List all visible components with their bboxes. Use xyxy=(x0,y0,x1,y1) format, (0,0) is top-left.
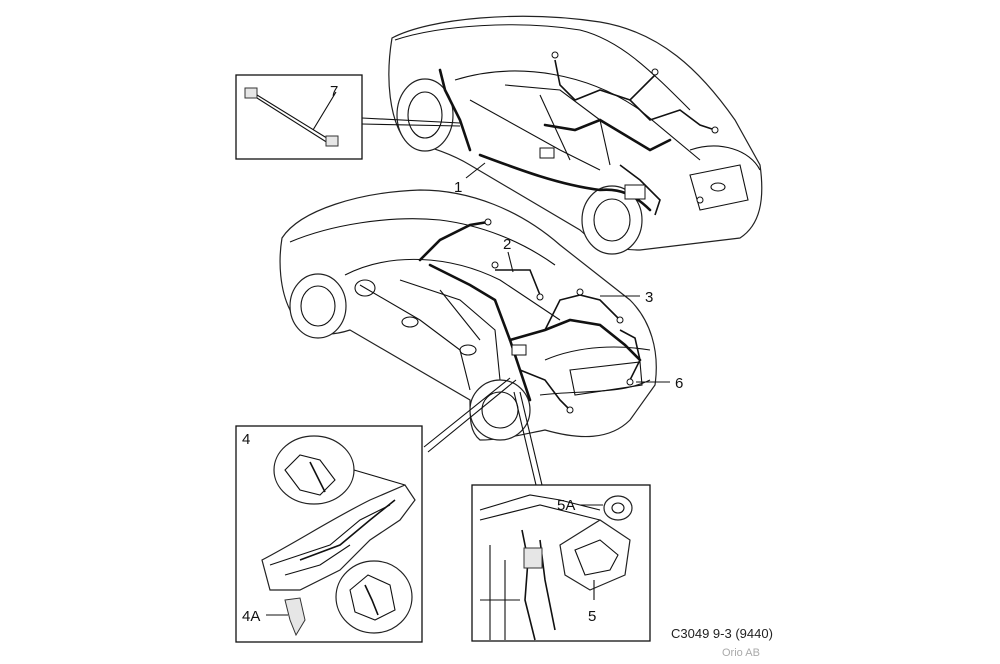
leader-2 xyxy=(507,251,514,273)
callout-3: 3 xyxy=(645,289,653,306)
leader-5 xyxy=(513,391,537,486)
callout-5: 5 xyxy=(588,608,596,625)
middle-car xyxy=(279,189,657,441)
callout-6: 6 xyxy=(675,375,683,392)
leader-4 xyxy=(423,377,511,448)
callout-4a: 4A xyxy=(242,608,260,625)
detail-box-5 xyxy=(471,484,651,642)
callout-7: 7 xyxy=(330,83,338,100)
leader-7 xyxy=(361,117,461,124)
detail-box-4 xyxy=(235,425,423,643)
leader-1 xyxy=(465,162,486,179)
callout-1: 1 xyxy=(454,179,462,196)
company-name: Orio AB xyxy=(722,647,760,659)
figure-caption: C3049 9-3 (9440) xyxy=(671,626,773,641)
detail-box-7 xyxy=(235,74,363,160)
callout-5a: 5A xyxy=(557,497,575,514)
callout-4: 4 xyxy=(242,431,250,448)
callout-2: 2 xyxy=(503,236,511,253)
top-car xyxy=(388,15,763,255)
